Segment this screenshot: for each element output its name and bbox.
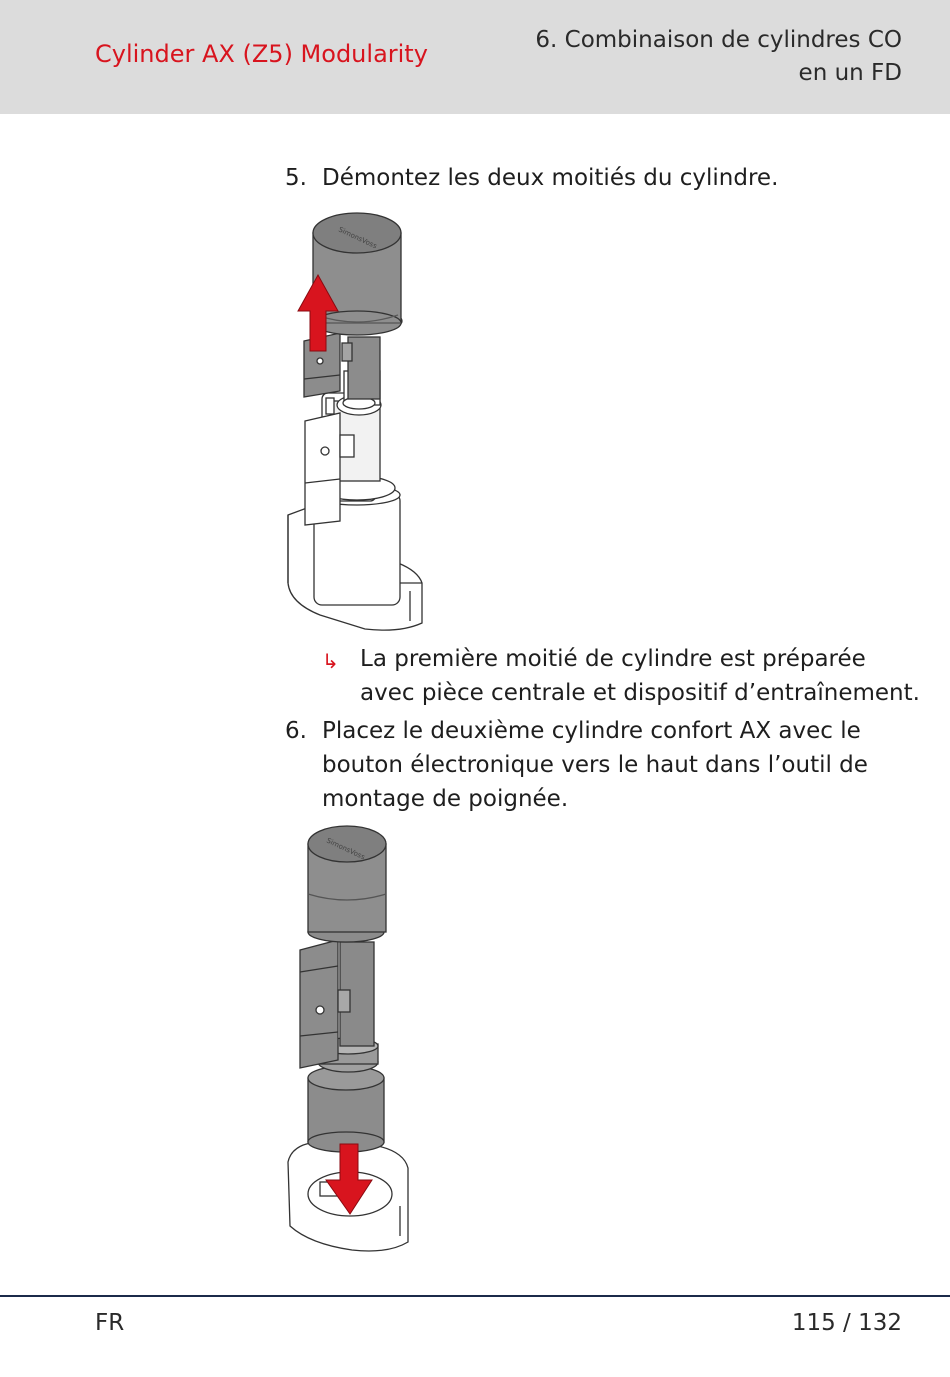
footer-rule bbox=[0, 1295, 950, 1297]
result-text: La première moitié de cylindre est prépa… bbox=[360, 646, 920, 706]
step-text: Démontez les deux moitiés du cylindre. bbox=[322, 165, 779, 191]
step-number: 5. bbox=[285, 165, 307, 191]
footer-page-number: 115 / 132 bbox=[791, 1310, 902, 1336]
figure-disassemble-cylinder: SimonsVoss bbox=[287, 212, 423, 631]
step-number: 6. bbox=[285, 718, 307, 744]
chapter-title-line1: 6. Combinaison de cylindres CO bbox=[535, 27, 902, 53]
product-title: Cylinder AX (Z5) Modularity bbox=[95, 40, 428, 68]
figure-insert-cylinder-tool: SimonsVoss bbox=[287, 825, 409, 1252]
footer-language: FR bbox=[95, 1310, 125, 1336]
page-header: Cylinder AX (Z5) Modularity 6. Combinais… bbox=[0, 0, 950, 114]
step-text: Placez le deuxième cylindre confort AX a… bbox=[322, 718, 868, 812]
chapter-title-line2: en un FD bbox=[798, 60, 902, 86]
chapter-title: 6. Combinaison de cylindres CO en un FD bbox=[482, 24, 902, 90]
result-arrow-icon: ↳ bbox=[322, 649, 339, 673]
